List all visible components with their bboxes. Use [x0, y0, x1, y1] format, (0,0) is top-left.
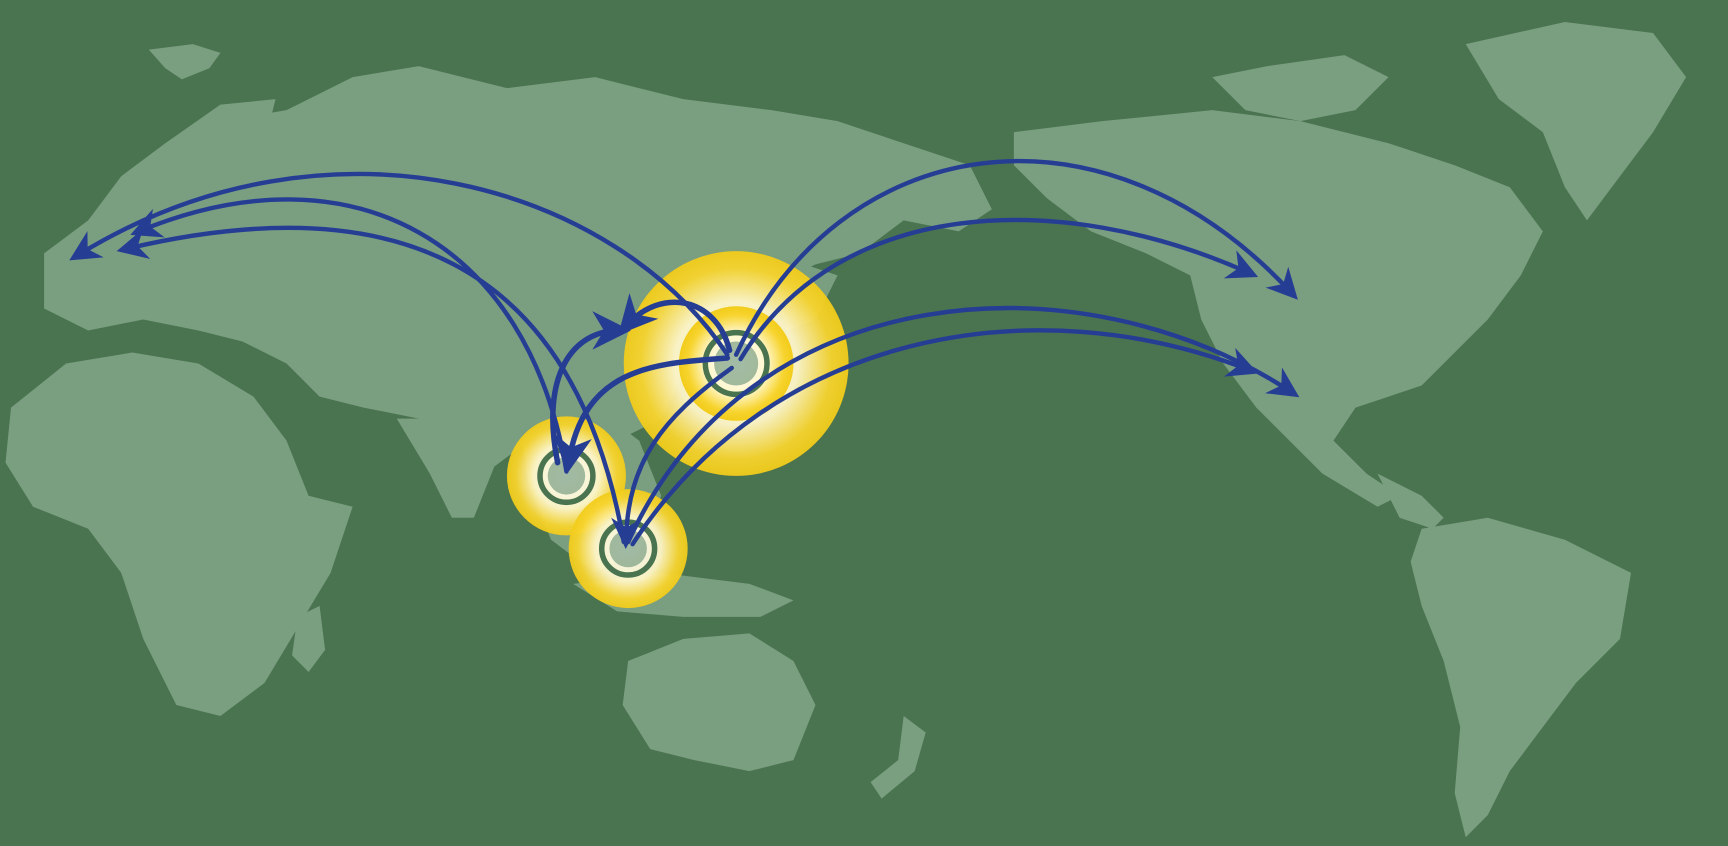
flow-arrows [69, 159, 1300, 550]
land-africa [5, 352, 353, 717]
land-greenland [1465, 22, 1687, 221]
land-north-america [1013, 110, 1543, 507]
land-arctic-islands [1212, 55, 1389, 122]
land-eurasia [44, 66, 992, 507]
land-south-america [1410, 517, 1632, 838]
land-madagascar [292, 605, 326, 672]
arrow-east-asia-to-na-1 [733, 159, 1298, 357]
arrow-east-asia-loop [618, 293, 733, 354]
land-central-america [1377, 473, 1444, 529]
arrow-east-asia-to-na-2 [738, 217, 1259, 362]
land-new-zealand [870, 716, 926, 799]
land-scandinavia [165, 99, 276, 188]
arrow-east-asia-to-sea-south [611, 365, 734, 550]
arrow-sea-north-to-europe-2 [130, 197, 569, 474]
arrow-sea-south-to-na-4 [630, 328, 1259, 547]
land-greenland-west [148, 44, 221, 80]
arrow-sea-north-to-east-asia [550, 311, 631, 466]
arrow-east-asia-to-sea-north [553, 355, 731, 475]
arrow-east-asia-to-europe [69, 171, 730, 357]
land-australia [622, 633, 816, 772]
land-india [396, 418, 496, 518]
arrow-sea-south-to-europe-3 [116, 225, 626, 545]
arrow-sea-south-to-na-3 [625, 305, 1300, 545]
